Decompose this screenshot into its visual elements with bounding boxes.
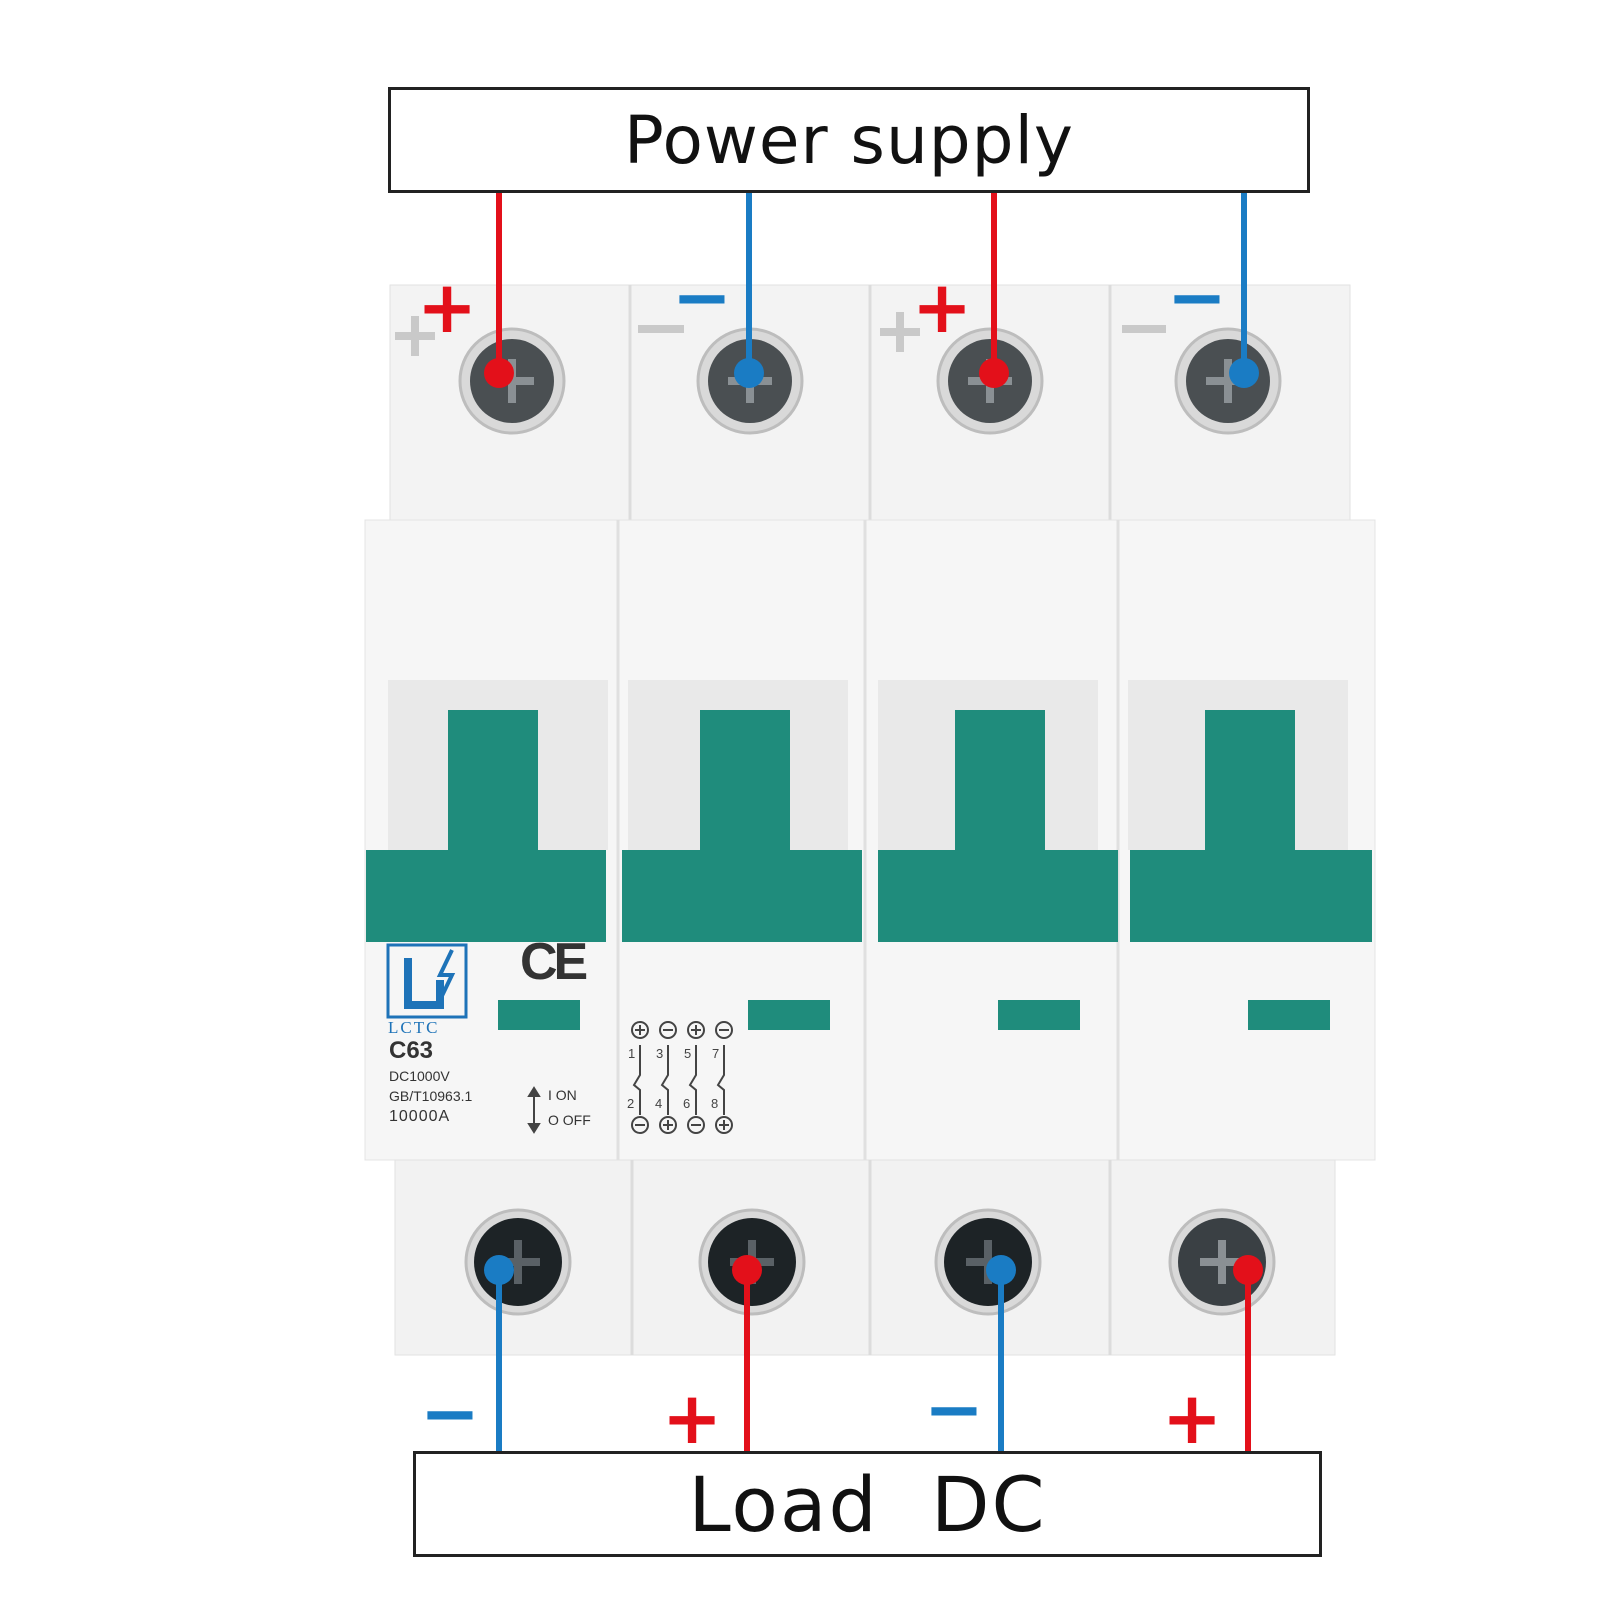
connection-dots: [484, 358, 1263, 1285]
top-sign-3: +: [912, 265, 972, 349]
status-windows: [498, 1000, 1330, 1030]
bottom-sign-1: −: [420, 1371, 480, 1455]
load-dc-label: Load DC: [413, 1451, 1322, 1557]
top-sign-4: −: [1167, 255, 1227, 339]
screw-bottom-1: [464, 1208, 572, 1316]
ce-mark: CE: [520, 933, 588, 991]
toggle-handle-3[interactable]: [878, 680, 1118, 942]
molded-polarity-marks: [395, 312, 1166, 356]
pole-number-3: 3: [656, 1046, 663, 1061]
brand-name: LCTC: [388, 1018, 440, 1037]
voltage-rating: DC1000V: [389, 1068, 450, 1084]
pole-number-5: 5: [684, 1046, 691, 1061]
pole-number-1: 1: [628, 1046, 635, 1061]
screw-top-1: [458, 327, 566, 435]
toggle-handle-2[interactable]: [622, 680, 862, 942]
screw-top-4: [1174, 327, 1282, 435]
on-off-arrow: [527, 1086, 541, 1134]
toggle-handle-1[interactable]: [366, 680, 608, 942]
power-supply-label: Power supply: [388, 87, 1310, 193]
standard-code: GB/T10963.1: [389, 1088, 473, 1104]
load-dc-text: Load DC: [688, 1459, 1047, 1549]
model-number: C63: [389, 1037, 434, 1064]
pole-numbers: 1 3 5 7 2 4 6 8: [627, 1046, 719, 1111]
bottom-sign-4: +: [1162, 1376, 1222, 1460]
pole-number-6: 6: [683, 1096, 690, 1111]
toggle-handle-4[interactable]: [1128, 680, 1372, 942]
top-sign-1: +: [417, 265, 477, 349]
pole-number-7: 7: [712, 1046, 719, 1061]
on-label: I ON: [548, 1087, 577, 1103]
top-polarity-signs: + − + −: [417, 255, 1227, 349]
pole-number-4: 4: [655, 1096, 662, 1111]
bottom-sign-2: +: [662, 1376, 722, 1460]
pole-number-8: 8: [711, 1096, 718, 1111]
supply-wires: [496, 189, 1247, 373]
power-supply-text: Power supply: [624, 101, 1074, 179]
load-wires: [496, 1270, 1251, 1452]
brand-logo: [386, 943, 468, 1019]
pole-schematic: [631, 1021, 733, 1134]
top-sign-2: −: [672, 255, 732, 339]
off-label: O OFF: [548, 1112, 591, 1128]
bottom-polarity-signs: − + − +: [420, 1367, 1222, 1460]
screw-bottom-3: [934, 1208, 1042, 1316]
bottom-sign-3: −: [924, 1367, 984, 1451]
pole-number-2: 2: [627, 1096, 634, 1111]
breaking-capacity: 10000A: [389, 1108, 451, 1125]
toggle-handles: [366, 680, 1372, 942]
